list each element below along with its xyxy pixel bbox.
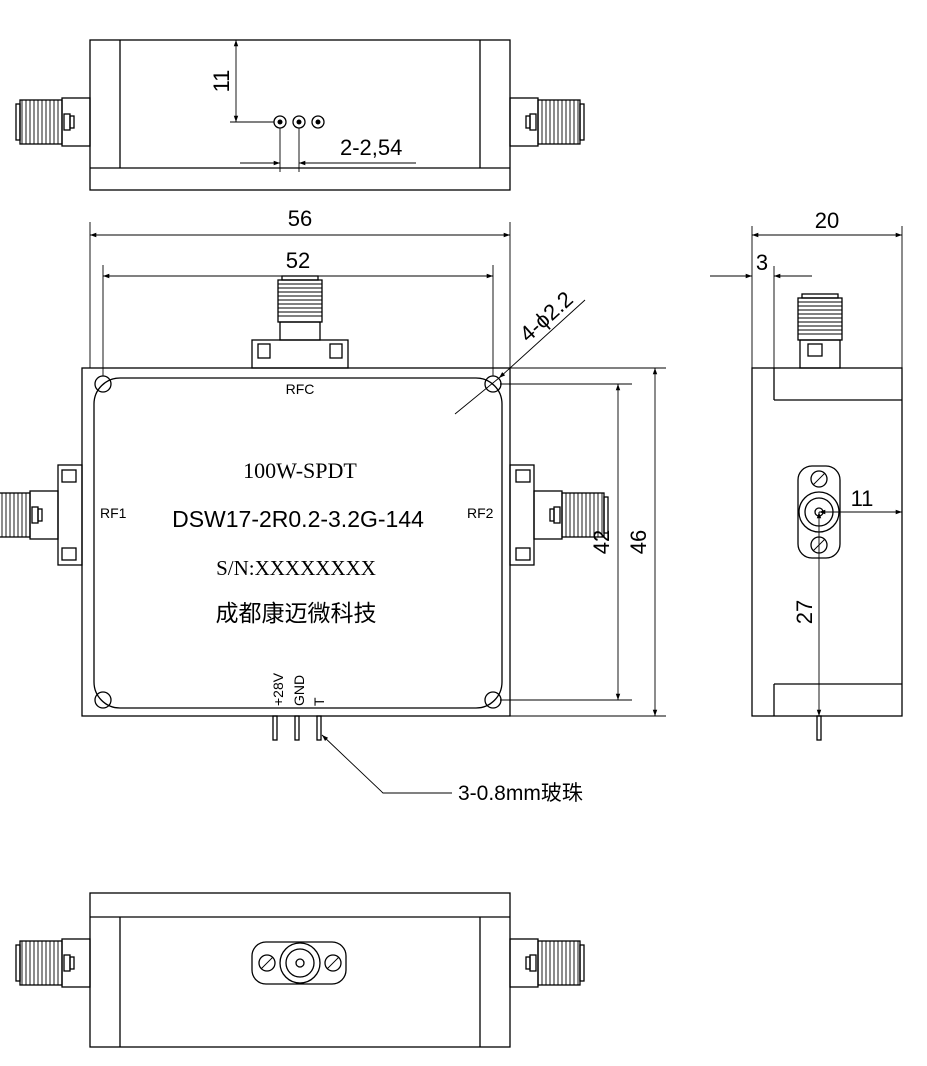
dim-hole-spacing-width: 52 [286, 248, 310, 273]
dim-overall-width: 56 [288, 206, 312, 231]
bottom-view-rf2-connector [509, 938, 585, 988]
product-model-line1: 100W-SPDT [243, 458, 357, 483]
bottom-view-flange-connector [251, 941, 347, 985]
dim-hole-diameter: 4-ϕ2.2 [515, 286, 578, 346]
top-view-rf1-connector [15, 97, 91, 147]
control-pins-top [273, 115, 325, 129]
label-pin-gnd: GND [291, 675, 307, 706]
side-view: 20 3 11 27 [710, 208, 903, 741]
top-view: 11 2-2,54 [15, 39, 585, 191]
dim-connector-y: 27 [792, 600, 817, 624]
bottom-view-body [89, 892, 511, 1048]
product-model-line2: DSW17-2R0.2-3.2G-144 [172, 506, 424, 532]
front-view-lid [93, 377, 503, 709]
top-view-rf2-connector [509, 97, 585, 147]
bottom-view-rf1-connector [15, 938, 91, 988]
side-view-rfc-connector [797, 293, 843, 369]
dim-depth: 20 [815, 208, 839, 233]
label-pin-28v: +28V [270, 672, 286, 706]
pin-note: 3-0.8mm玻珠 [458, 782, 583, 805]
dim-pin-pitch: 2-2,54 [340, 135, 402, 160]
dim-wall-offset: 3 [756, 250, 768, 275]
front-view-flange [81, 367, 511, 717]
company-name: 成都康迈微科技 [216, 601, 377, 627]
front-view: RFC RF1 RF2 +28V GND T 100W-SPDT DSW17-2… [0, 206, 666, 805]
bottom-view [15, 892, 585, 1048]
label-rf1: RF1 [100, 505, 127, 521]
dim-pin-height: 11 [209, 70, 234, 93]
dim-hole-spacing-height: 42 [589, 530, 614, 554]
dim-overall-height: 46 [626, 530, 651, 554]
rfc-connector [251, 275, 349, 369]
label-pin-t: T [311, 697, 327, 706]
serial-number: S/N:XXXXXXXX [216, 556, 376, 580]
mounting-holes [94, 375, 502, 709]
label-rfc: RFC [286, 381, 315, 397]
label-rf2: RF2 [467, 505, 494, 521]
rf2-connector [509, 464, 609, 566]
control-pins-front [272, 715, 322, 741]
rf1-connector [0, 464, 83, 566]
dim-connector-x: 11 [851, 486, 874, 511]
